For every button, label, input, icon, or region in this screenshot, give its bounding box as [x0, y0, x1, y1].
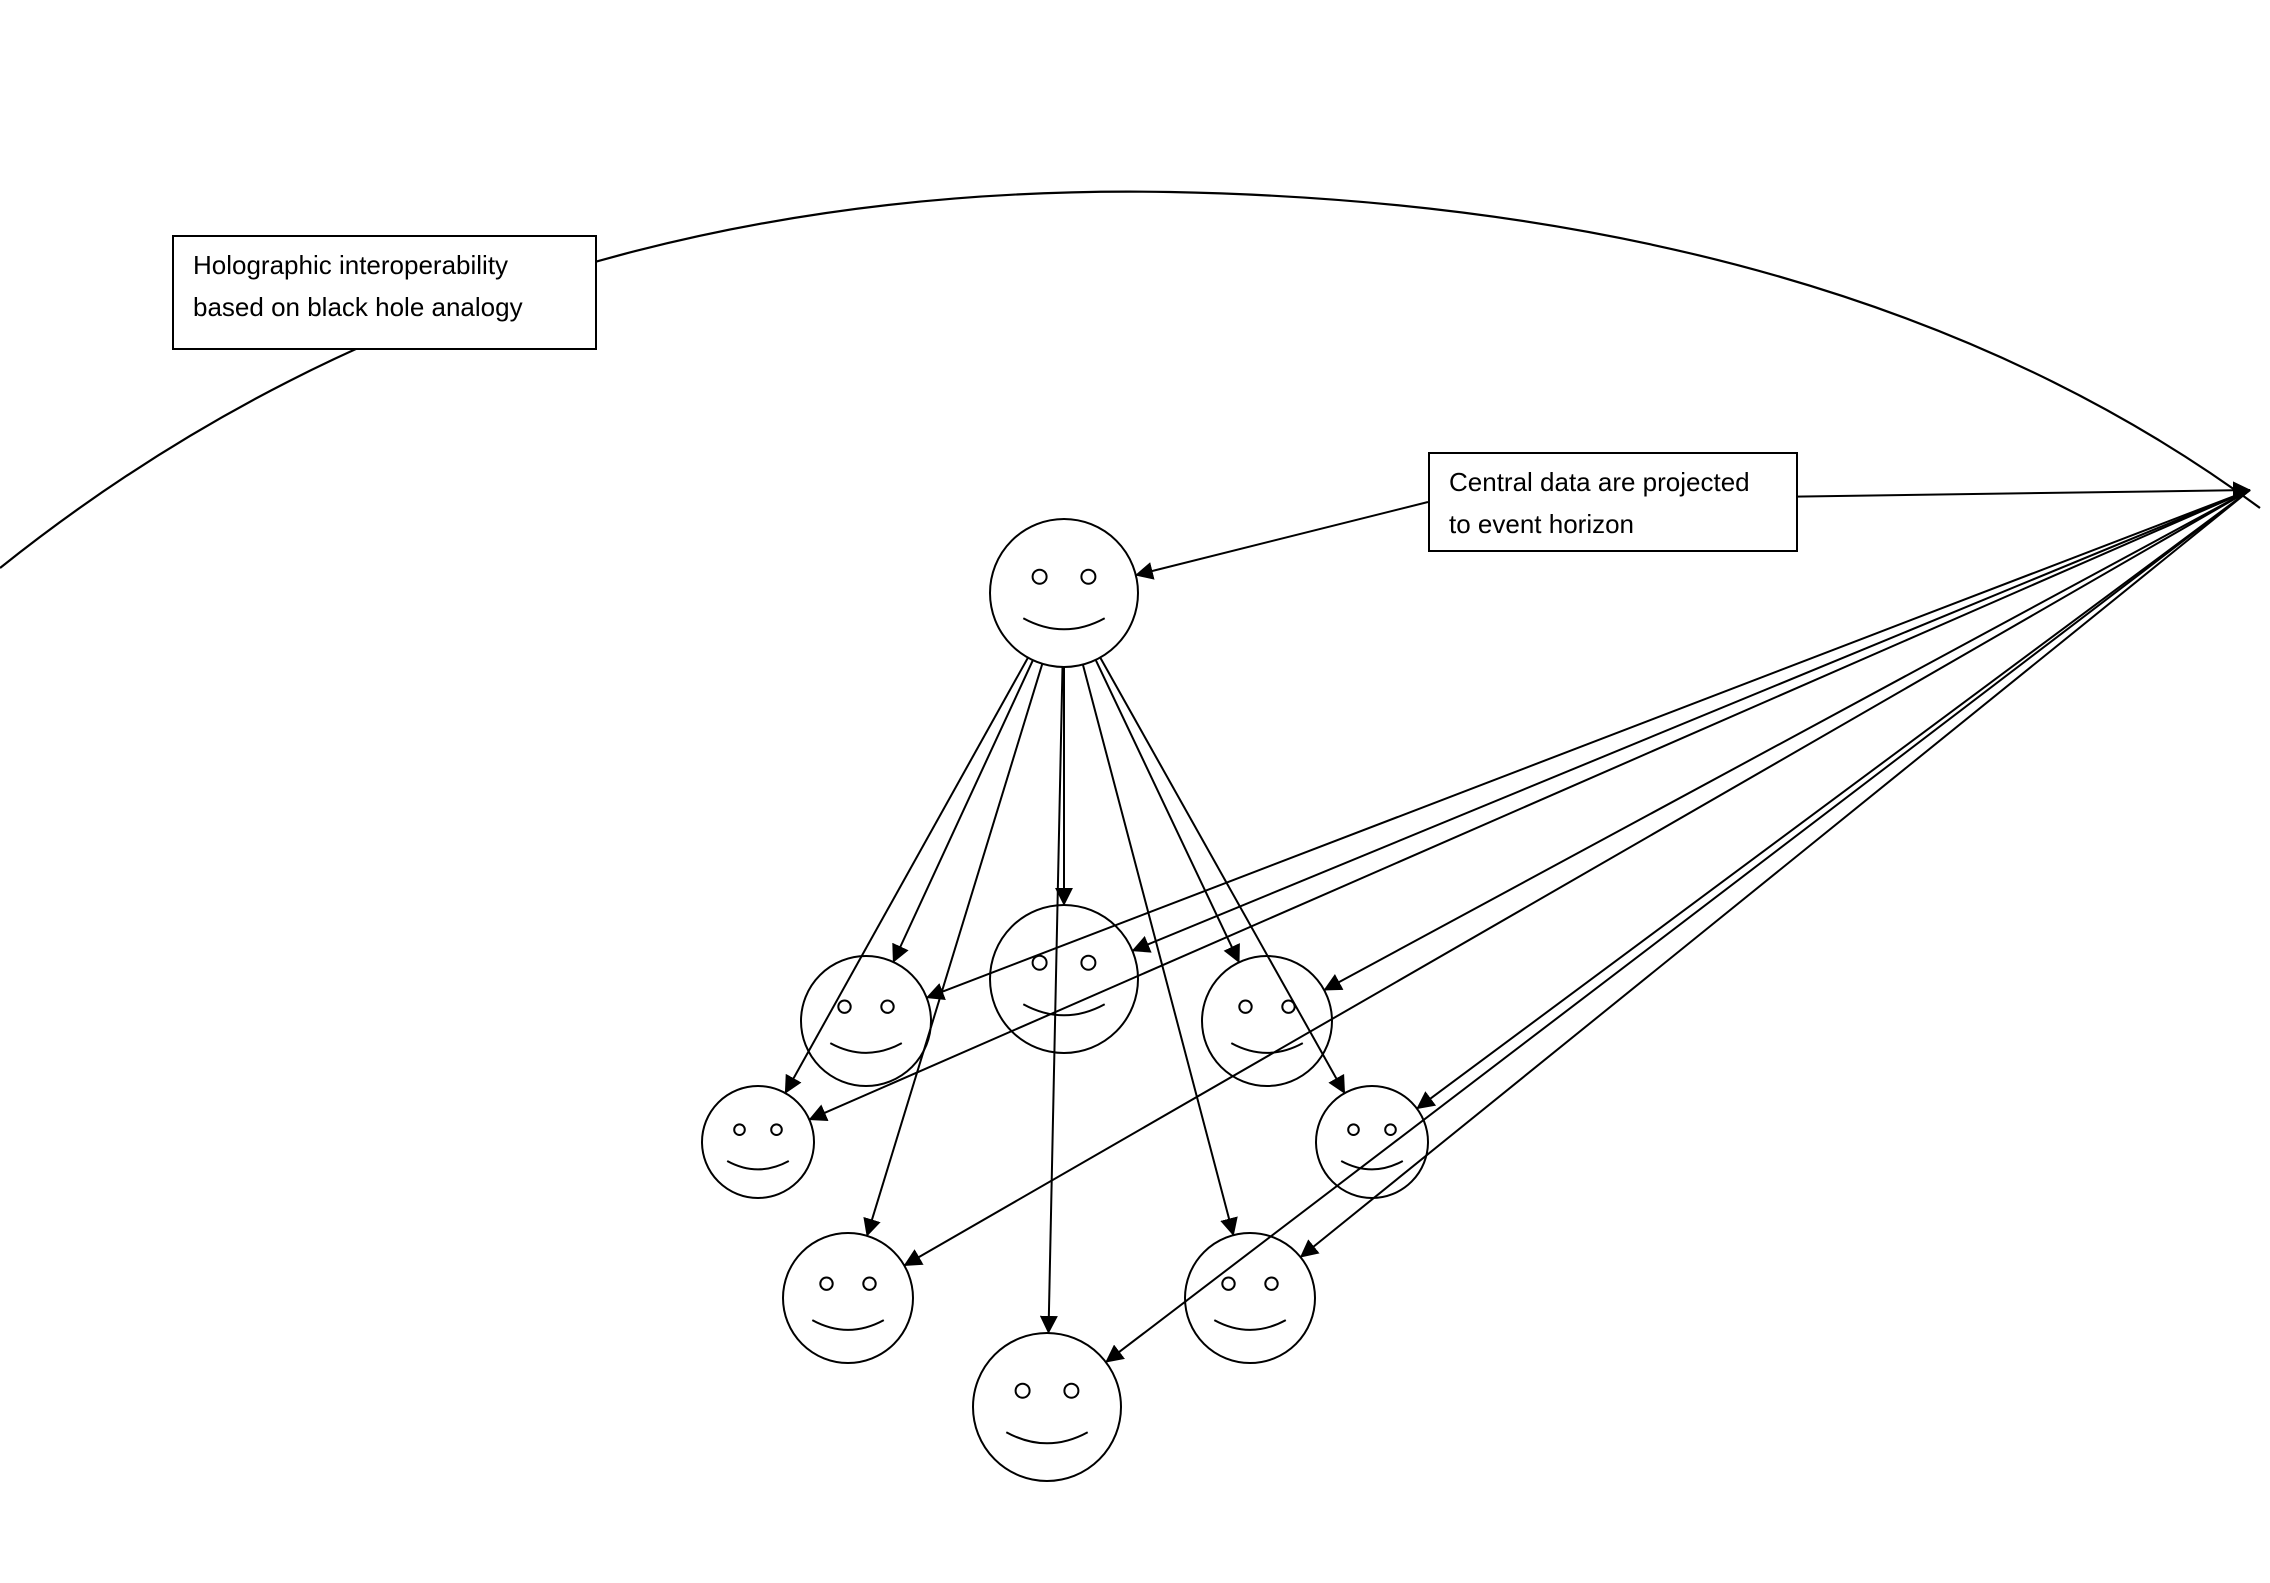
smile-mouth — [1022, 617, 1106, 631]
title-label: Holographic interoperability based on bl… — [172, 235, 597, 350]
right-eye — [1281, 999, 1296, 1014]
smile-mouth — [1005, 1431, 1089, 1445]
face-outline — [1315, 1085, 1429, 1199]
left-eye — [733, 1123, 746, 1136]
smiley-central — [989, 518, 1139, 668]
smiley-peer-6 — [782, 1232, 914, 1364]
arrow-central-to-peer-4 — [784, 657, 1029, 1094]
smiley-peer-4 — [701, 1085, 815, 1199]
arrow-central-to-peer-8 — [1039, 666, 1064, 1334]
smile-mouth — [1213, 1319, 1287, 1331]
right-eye — [1063, 1382, 1080, 1399]
smile-mouth — [1340, 1160, 1404, 1171]
left-eye — [837, 999, 852, 1014]
face-outline — [1184, 1232, 1316, 1364]
right-eye — [862, 1276, 877, 1291]
right-eye — [1264, 1276, 1279, 1291]
arrow-central-to-peer-5 — [1099, 657, 1346, 1094]
edges-layer — [784, 481, 2251, 1363]
arrow-event-horizon-point-to-peer-1 — [925, 489, 2251, 1000]
arrow-event-horizon-point-to-peer-6 — [903, 489, 2251, 1267]
face-outline — [1201, 955, 1333, 1087]
smile-mouth — [1230, 1042, 1304, 1054]
left-eye — [1031, 954, 1048, 971]
right-eye — [1080, 568, 1097, 585]
face-outline — [782, 1232, 914, 1364]
arrow-event-horizon-point-to-peer-7 — [1299, 489, 2251, 1258]
arrow-central-to-peer-6 — [863, 663, 1044, 1237]
smile-mouth — [829, 1042, 903, 1054]
faces-layer — [701, 518, 1429, 1482]
left-eye — [1031, 568, 1048, 585]
right-eye — [1384, 1123, 1397, 1136]
smiley-peer-3 — [1201, 955, 1333, 1087]
callout-label: Central data are projected to event hori… — [1428, 452, 1798, 552]
right-eye — [770, 1123, 783, 1136]
left-eye — [1238, 999, 1253, 1014]
arrow-central-to-peer-1 — [892, 659, 1034, 963]
event-horizon-arc — [0, 190, 2261, 569]
smiley-peer-7 — [1184, 1232, 1316, 1364]
arrow-event-horizon-point-to-peer-5 — [1416, 489, 2251, 1110]
left-eye — [1347, 1123, 1360, 1136]
arrow-event-horizon-point-to-peer-2 — [1131, 489, 2251, 953]
arrow-callout-to-central — [1134, 501, 1429, 580]
smile-mouth — [811, 1319, 885, 1331]
face-outline — [989, 904, 1139, 1054]
smiley-peer-1 — [800, 955, 932, 1087]
face-outline — [800, 955, 932, 1087]
left-eye — [1014, 1382, 1031, 1399]
face-outline — [989, 518, 1139, 668]
face-outline — [972, 1332, 1122, 1482]
smile-mouth — [1022, 1003, 1106, 1017]
smiley-peer-5 — [1315, 1085, 1429, 1199]
arrow-event-horizon-point-to-peer-8 — [1105, 489, 2251, 1363]
smile-mouth — [726, 1160, 790, 1171]
arrow-event-horizon-point-to-peer-3 — [1323, 489, 2251, 991]
right-eye — [880, 999, 895, 1014]
smiley-peer-8 — [972, 1332, 1122, 1482]
left-eye — [819, 1276, 834, 1291]
arrow-central-to-peer-3 — [1094, 659, 1241, 964]
arrow-central-to-peer-7 — [1081, 664, 1238, 1237]
left-eye — [1221, 1276, 1236, 1291]
face-outline — [701, 1085, 815, 1199]
right-eye — [1080, 954, 1097, 971]
smiley-peer-2 — [989, 904, 1139, 1054]
